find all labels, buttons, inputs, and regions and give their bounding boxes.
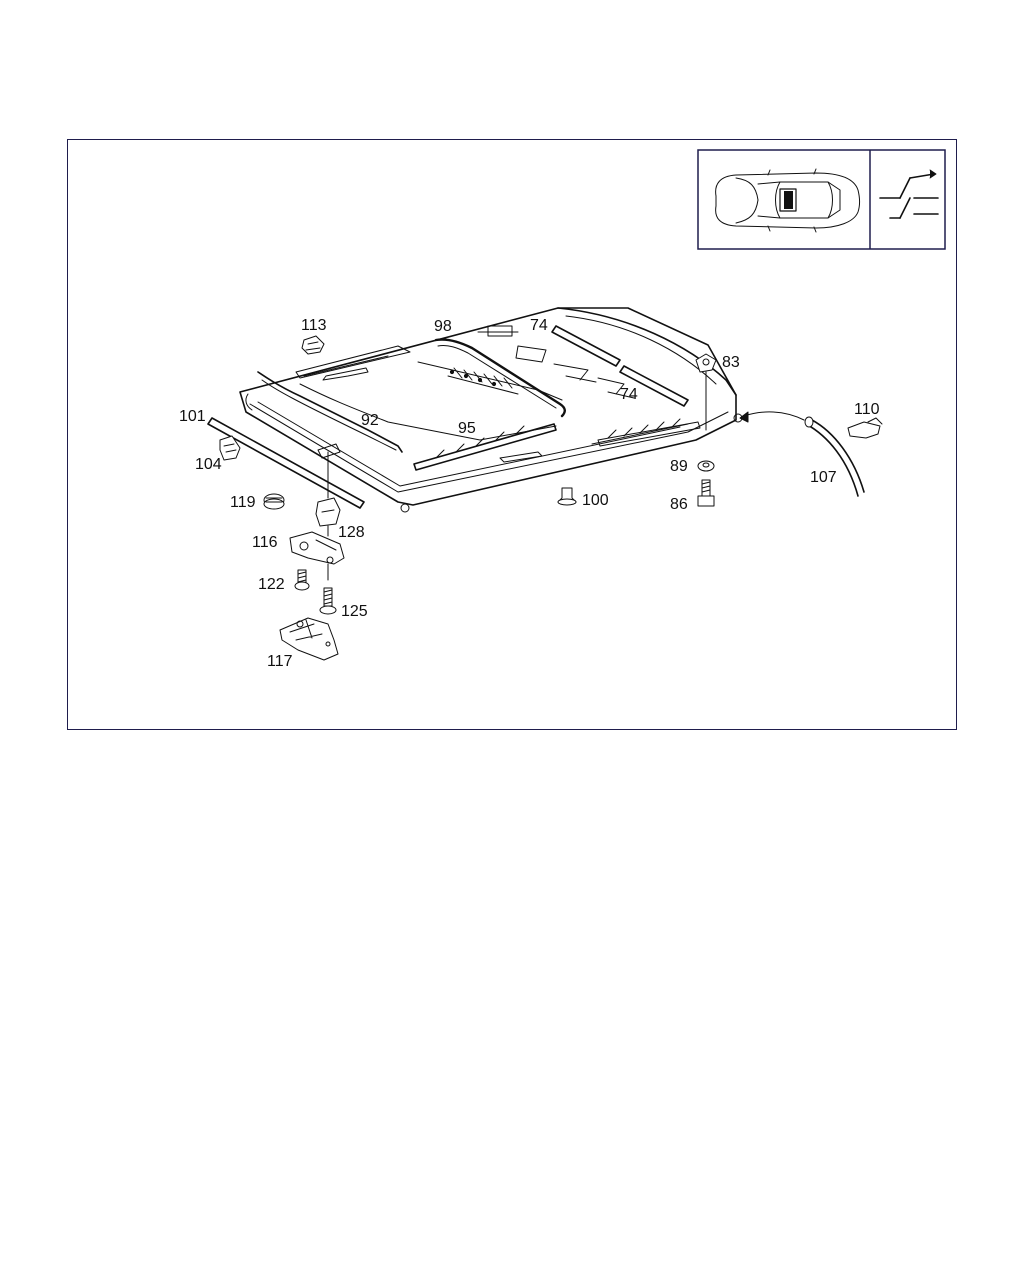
part-89-washer <box>697 460 715 472</box>
callout-119: 119 <box>230 494 256 511</box>
callout-116: 116 <box>252 534 278 551</box>
part-110-clip <box>847 417 883 439</box>
diagram-frame: 113 98 74 74 83 92 95 101 104 110 107 89… <box>67 139 957 730</box>
callout-117: 117 <box>267 653 293 670</box>
callout-100: 100 <box>582 492 609 509</box>
part-100-plug <box>557 487 577 506</box>
callout-122: 122 <box>258 576 285 593</box>
callout-107: 107 <box>810 469 837 486</box>
callout-128: 128 <box>338 524 365 541</box>
part-117-guide <box>279 617 339 661</box>
part-116-bracket <box>289 531 345 565</box>
section-step-icon <box>879 169 939 219</box>
callout-86: 86 <box>670 496 688 513</box>
part-119-grommet <box>263 493 285 510</box>
part-104-clip <box>219 435 241 461</box>
part-113-clip <box>301 335 325 355</box>
part-125-screw <box>319 587 337 615</box>
callout-104: 104 <box>195 456 222 473</box>
callout-125: 125 <box>341 603 368 620</box>
sunroof-frame <box>207 307 743 513</box>
part-128-block <box>315 451 341 537</box>
callout-74-upper: 74 <box>530 317 548 334</box>
callout-101: 101 <box>179 408 206 425</box>
car-top-view-icon <box>715 168 860 233</box>
part-122-screw <box>294 563 329 591</box>
callout-113: 113 <box>301 317 327 334</box>
callout-74-lower: 74 <box>620 386 638 403</box>
callout-95: 95 <box>458 420 476 437</box>
part-86-bolt <box>697 479 715 507</box>
callout-83: 83 <box>722 354 740 371</box>
callout-labels: 113 98 74 74 83 92 95 101 104 110 107 89… <box>179 317 880 670</box>
locator-inset <box>697 149 946 250</box>
part-107-hose <box>739 411 865 497</box>
callout-98: 98 <box>434 318 452 335</box>
parts-diagram: 113 98 74 74 83 92 95 101 104 110 107 89… <box>179 149 946 670</box>
callout-110: 110 <box>854 401 880 418</box>
part-83-nut <box>695 353 717 431</box>
callout-92: 92 <box>361 412 379 429</box>
callout-89: 89 <box>670 458 688 475</box>
